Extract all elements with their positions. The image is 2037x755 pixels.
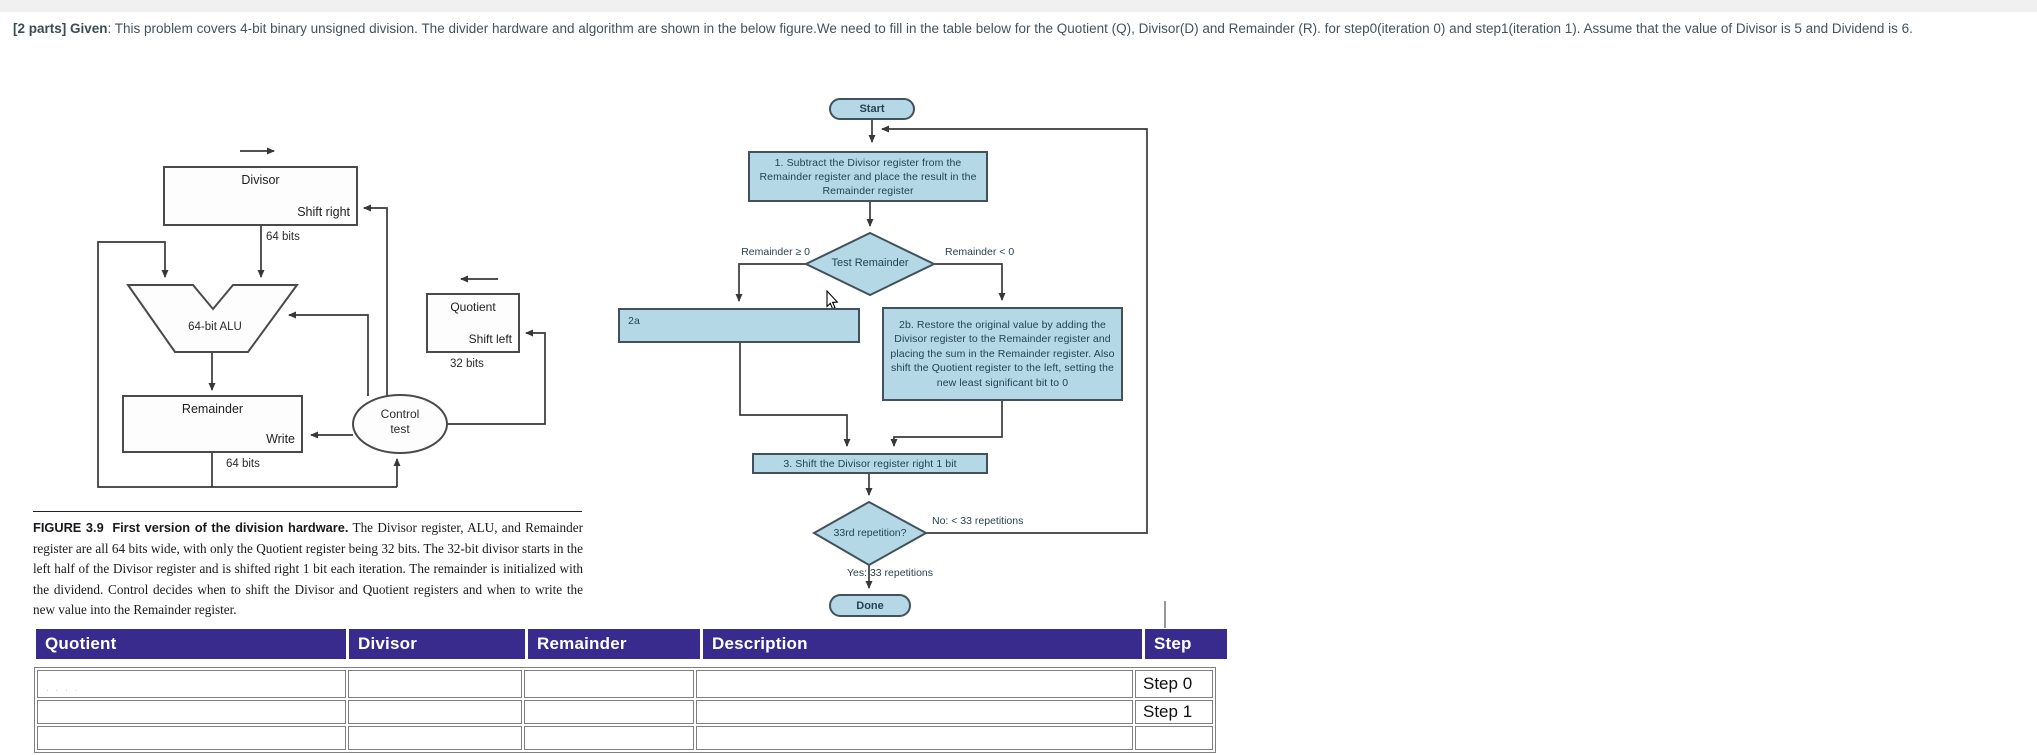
control-label-line1: Control bbox=[380, 407, 420, 421]
control-test-ellipse bbox=[352, 394, 448, 454]
quotient-register-label: Quotient bbox=[450, 300, 496, 314]
cell-quotient-step1[interactable] bbox=[37, 700, 346, 724]
text-caret bbox=[1164, 601, 1166, 628]
flowchart-connectors bbox=[735, 120, 1148, 589]
cell-step0[interactable]: Step 0 bbox=[1135, 670, 1213, 698]
step1-text: 1. Subtract the Divisor register from th… bbox=[759, 156, 977, 197]
column-header-remainder: Remainder bbox=[528, 629, 700, 659]
cell-remainder-step1[interactable] bbox=[524, 700, 694, 724]
remainder-width-label: 64 bits bbox=[226, 458, 260, 470]
cell-divisor-step0[interactable] bbox=[348, 670, 522, 698]
branch-no-label: No: < 33 repetitions bbox=[932, 515, 1024, 527]
cell-step-row3[interactable] bbox=[1135, 726, 1213, 750]
repeat-loop-line bbox=[881, 125, 1148, 534]
column-header-step: Step bbox=[1145, 629, 1227, 659]
column-header-divisor: Divisor bbox=[349, 629, 525, 659]
hardware-connectors bbox=[97, 147, 546, 488]
control-to-alu-line bbox=[288, 311, 369, 396]
flowchart-start-node: Start bbox=[829, 98, 915, 120]
cell-quotient-step0[interactable]: . . . . bbox=[37, 670, 346, 698]
flowchart-step1-box: 1. Subtract the Divisor register from th… bbox=[748, 151, 988, 202]
test-to-2a bbox=[735, 263, 806, 302]
caption-rule bbox=[33, 511, 582, 512]
shift-right-label: Shift right bbox=[297, 205, 350, 219]
flowchart-done-node: Done bbox=[829, 594, 911, 617]
cell-description-step1[interactable] bbox=[696, 700, 1133, 724]
remainder-register-box: Remainder Write bbox=[122, 395, 303, 453]
repetition-test-label: 33rd repetition? bbox=[833, 527, 907, 539]
cell-remainder-step0[interactable] bbox=[524, 670, 694, 698]
table-row bbox=[37, 726, 1213, 750]
column-header-quotient: Quotient bbox=[36, 629, 346, 659]
figure-number: FIGURE 3.9 bbox=[33, 520, 104, 535]
mouse-cursor-icon bbox=[826, 289, 839, 310]
alu-shape bbox=[126, 284, 299, 353]
test-remainder-diamond bbox=[803, 231, 937, 297]
flowchart-step2b-box: 2b. Restore the original value by adding… bbox=[882, 307, 1123, 401]
cell-divisor-row3[interactable] bbox=[348, 726, 522, 750]
flowchart-step2a-box: 2a bbox=[618, 308, 860, 343]
2a-to-step3 bbox=[739, 342, 851, 447]
divisor-register-label: Divisor bbox=[241, 173, 280, 187]
branch-yes-label: Yes: 33 repetitions bbox=[847, 567, 934, 579]
control-to-quotient-line bbox=[447, 329, 546, 425]
flowchart-step3-box: 3. Shift the Divisor register right 1 bi… bbox=[752, 453, 988, 474]
table-row: . . . . Step 0 bbox=[37, 670, 1213, 698]
control-label-line2: test bbox=[390, 422, 410, 436]
cell-remainder-row3[interactable] bbox=[524, 726, 694, 750]
test-to-2b bbox=[934, 263, 1006, 301]
quotient-register-box: Quotient Shift left bbox=[426, 293, 520, 353]
shift-left-label: Shift left bbox=[468, 332, 512, 346]
cell-description-step0[interactable] bbox=[696, 670, 1133, 698]
problem-statement-bold: [2 parts] Given bbox=[13, 21, 108, 36]
divisor-register-box: Divisor Shift right bbox=[163, 166, 358, 226]
answer-table-header: Quotient Divisor Remainder Description S… bbox=[36, 629, 1227, 659]
figure-title: First version of the division hardware. bbox=[112, 520, 349, 535]
step2b-text: 2b. Restore the original value by adding… bbox=[890, 318, 1115, 389]
control-test-label: Control test bbox=[353, 407, 447, 437]
control-to-divisor-line bbox=[363, 204, 388, 396]
step3-text: 3. Shift the Divisor register right 1 bi… bbox=[783, 457, 957, 470]
figure-caption: FIGURE 3.9 First version of the division… bbox=[33, 518, 583, 621]
column-header-description: Description bbox=[703, 629, 1142, 659]
write-label: Write bbox=[266, 432, 295, 446]
divisor-width-label: 64 bits bbox=[266, 231, 300, 243]
branch-remainder-lt-label: Remainder < 0 bbox=[945, 246, 1015, 258]
figure-caption-body: The Divisor register, ALU, and Remainder… bbox=[33, 520, 583, 617]
step2a-text: 2a bbox=[628, 315, 640, 327]
cell-step1[interactable]: Step 1 bbox=[1135, 700, 1213, 724]
cell-description-row3[interactable] bbox=[696, 726, 1133, 750]
33rd-repetition-diamond bbox=[811, 500, 929, 567]
cell-divisor-step1[interactable] bbox=[348, 700, 522, 724]
remainder-register-label: Remainder bbox=[181, 402, 244, 416]
done-label: Done bbox=[856, 599, 884, 612]
table-row: Step 1 bbox=[37, 700, 1213, 724]
remainder-loop-to-alu bbox=[97, 241, 397, 488]
problem-statement-text: : This problem covers 4-bit binary unsig… bbox=[107, 21, 1913, 36]
problem-statement: [2 parts] Given: This problem covers 4-b… bbox=[13, 16, 2027, 42]
start-label: Start bbox=[859, 103, 885, 115]
branch-remainder-ge-label: Remainder ≥ 0 bbox=[741, 246, 810, 258]
quotient-width-label: 32 bits bbox=[450, 358, 484, 370]
test-remainder-label: Test Remainder bbox=[831, 257, 909, 269]
2b-to-step3 bbox=[890, 400, 1003, 447]
alu-label: 64-bit ALU bbox=[188, 321, 242, 333]
cell-quotient-row3[interactable] bbox=[37, 726, 346, 750]
answer-table-body: . . . . Step 0 Step 1 bbox=[34, 667, 1216, 753]
top-strip bbox=[0, 0, 2037, 12]
